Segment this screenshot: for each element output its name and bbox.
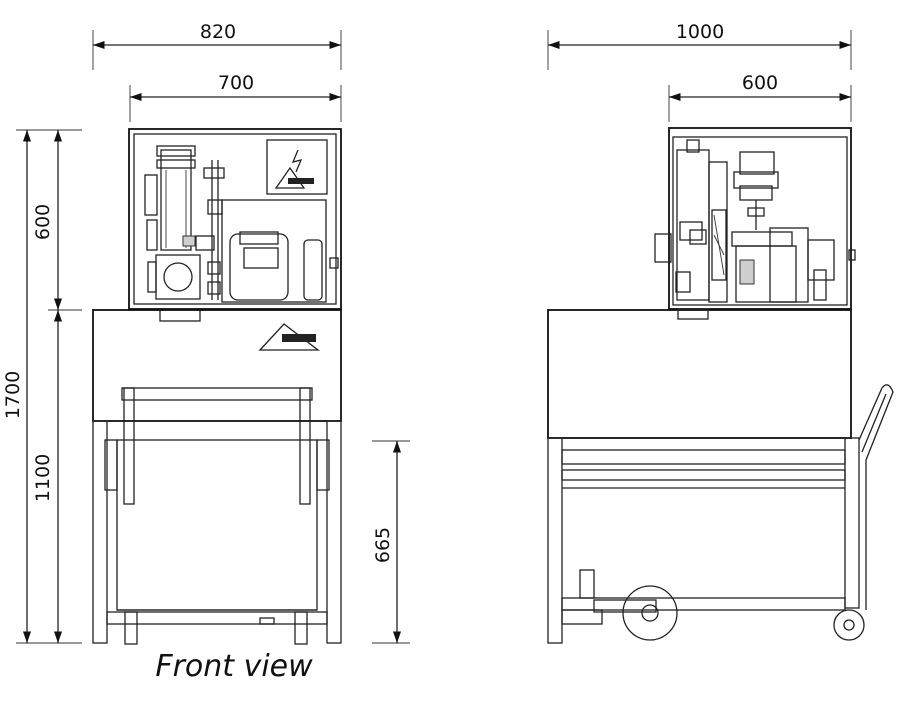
- dim-label-front-width-total: 820: [200, 21, 236, 43]
- side-view-drawing: [547, 127, 894, 644]
- dimension-lines: [16, 30, 852, 644]
- dim-label-side-depth-upper: 600: [742, 72, 778, 94]
- caption-front-view: Front view: [155, 649, 313, 684]
- dim-label-height-opening: 665: [372, 527, 394, 563]
- dim-label-front-width-upper: 700: [218, 72, 254, 94]
- front-view-drawing: [92, 128, 342, 645]
- dim-label-height-total: 1700: [2, 371, 24, 419]
- dim-label-height-upper: 600: [32, 204, 54, 240]
- dim-label-side-depth-total: 1000: [676, 21, 724, 43]
- dim-label-height-lower: 1100: [32, 454, 54, 502]
